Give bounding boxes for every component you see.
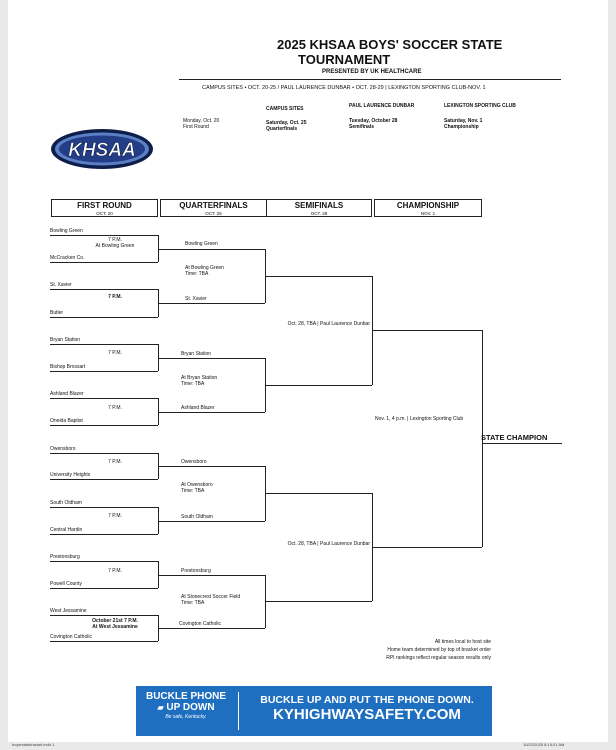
banner-tagline: Be safe, Kentucky.	[165, 714, 207, 720]
qf-2-bottom-team: South Oldham	[181, 514, 213, 520]
qf-3-top-team: Prestonsburg	[181, 568, 211, 574]
fr-0-top-team: Bowling Green	[50, 228, 83, 234]
sf-1-info: Oct. 28, TBA | Paul Laurence Dunbar	[287, 541, 370, 547]
fr-3-top-team: Ashland Blazer	[50, 391, 84, 397]
banner-line-2: KYHIGHWAYSAFETY.COM	[273, 706, 461, 723]
footer-file-name: boysmatsbracket.indd 1	[12, 742, 55, 747]
fr-1-info1: 7 P.M.	[108, 294, 122, 300]
fr-4-bottom-team: University Heights	[50, 472, 91, 478]
schedule-round-0: First Round	[183, 124, 209, 130]
fr-2-top-team: Bryan Station	[50, 337, 81, 343]
fr-2-info1: 7 P.M.	[108, 350, 122, 356]
fr-6-info1: 7 P.M.	[108, 568, 122, 574]
note-1: Home team determined by top of bracket o…	[387, 647, 491, 653]
fr-5-bottom-team: Central Hardin	[50, 527, 83, 533]
schedule-date-2: Tuesday, October 28	[349, 118, 398, 124]
schedule-round-2: Semifinals	[349, 124, 375, 130]
qf-1-bottom-team: Ashland Blazer	[181, 405, 215, 411]
schedule-venue-3: LEXINGTON SPORTING CLUB	[444, 103, 516, 109]
fr-7-top-team: West Jessamine	[50, 608, 87, 614]
fr-5-info1: 7 P.M.	[108, 513, 122, 519]
footer-timestamp: 10/22/2025 8:15:21 AM	[523, 742, 565, 747]
khsaa-logo-icon: KHSAA	[50, 128, 154, 170]
qf-2-top-team: Owensboro	[181, 459, 207, 465]
qf-1-info1: At Bryan Station	[181, 375, 218, 381]
note-2: RPI rankings reflect regular season resu…	[386, 655, 491, 661]
sf-0-info: Oct. 28, TBA | Paul Laurence Dunbar	[287, 321, 370, 327]
banner-message: BUCKLE UP AND PUT THE PHONE DOWN. KYHIGH…	[244, 686, 490, 724]
qf-0-info1: At Bowling Green	[185, 265, 224, 271]
note-0: All times local to host site	[434, 639, 491, 645]
qf-3-info2: Time: TBA	[181, 600, 205, 606]
banner-divider	[238, 692, 239, 730]
schedule-round-1: Quarterfinals	[266, 126, 298, 132]
qf-0-bottom-team: St. Xavier	[185, 296, 207, 302]
round-header-first-round: FIRST ROUND OCT. 20	[51, 199, 158, 217]
safety-banner: BUCKLE PHONE ▰ UP DOWN Be safe, Kentucky…	[136, 686, 492, 736]
qf-3-info1: At Stonecrest Soccer Field	[181, 594, 241, 600]
fr-2-bottom-team: Bishop Brossart	[50, 364, 86, 370]
kentucky-map-icon: ▰	[157, 703, 164, 712]
state-champion-label: STATE CHAMPION	[481, 433, 548, 442]
fr-7-info1: October 21st 7 P.M.	[92, 618, 138, 624]
title-line-2: TOURNAMENT	[298, 52, 391, 67]
banner-line-1: BUCKLE UP AND PUT THE PHONE DOWN.	[260, 694, 474, 706]
qf-1-top-team: Bryan Station	[181, 351, 212, 357]
fr-5-top-team: South Oldham	[50, 500, 82, 506]
fr-7-info2: At West Jessamine	[92, 624, 138, 630]
qf-0-top-team: Bowling Green	[185, 241, 218, 247]
fr-0-info2: At Bowling Green	[95, 243, 135, 249]
fr-4-top-team: Owensboro	[50, 446, 76, 452]
qf-2-info1: At Owensboro	[181, 482, 213, 488]
championship-info: Nov. 1, 4 p.m. | Lexington Sporting Club	[375, 416, 464, 422]
fr-3-bottom-team: Oneida Baptist	[50, 418, 83, 424]
fr-6-top-team: Prestonsburg	[50, 554, 80, 560]
schedule-venue-1: CAMPUS SITES	[266, 106, 304, 112]
sites-line: CAMPUS SITES • OCT. 20-25 / PAUL LAURENC…	[202, 85, 486, 91]
fr-7-bottom-team: Covington Catholic	[50, 634, 92, 640]
fr-0-bottom-team: McCracken Co.	[50, 255, 85, 261]
schedule-date-3: Saturday, Nov. 1	[444, 118, 483, 124]
qf-3-bottom-team: Covington Catholic	[179, 621, 221, 627]
qf-0-info2: Time: TBA	[185, 271, 209, 277]
schedule-date-1: Saturday, Oct. 25	[266, 120, 307, 126]
schedule-venue-2: PAUL LAURENCE DUNBAR	[349, 103, 415, 109]
round-header-championship: CHAMPIONSHIP NOV. 1	[374, 199, 482, 217]
buckle-phone-logo: BUCKLE PHONE ▰ UP DOWN Be safe, Kentucky…	[140, 691, 232, 721]
round-header-semifinals: SEMIFINALS OCT. 28	[266, 199, 372, 217]
presented-by: PRESENTED BY UK HEALTHCARE	[322, 69, 422, 75]
logo-text: KHSAA	[68, 140, 136, 161]
header-rule	[179, 79, 561, 80]
fr-3-info1: 7 P.M.	[108, 405, 122, 411]
fr-1-top-team: St. Xavier	[50, 282, 72, 288]
qf-2-info2: Time: TBA	[181, 488, 205, 494]
fr-1-bottom-team: Butler	[50, 310, 64, 316]
qf-1-info2: Time: TBA	[181, 381, 205, 387]
schedule-round-3: Championship	[444, 124, 479, 130]
fr-4-info1: 7 P.M.	[108, 459, 122, 465]
round-header-quarterfinals: QUARTERFINALS OCT. 25	[160, 199, 267, 217]
bracket-page: 2025 KHSAA BOYS' SOCCER STATE TOURNAMENT…	[8, 0, 608, 742]
fr-6-bottom-team: Powell County	[50, 581, 82, 587]
schedule-date-0: Monday, Oct. 20	[183, 118, 220, 124]
title-line-1: 2025 KHSAA BOYS' SOCCER STATE	[277, 37, 503, 52]
fr-0-info1: 7 P.M.	[108, 237, 122, 243]
